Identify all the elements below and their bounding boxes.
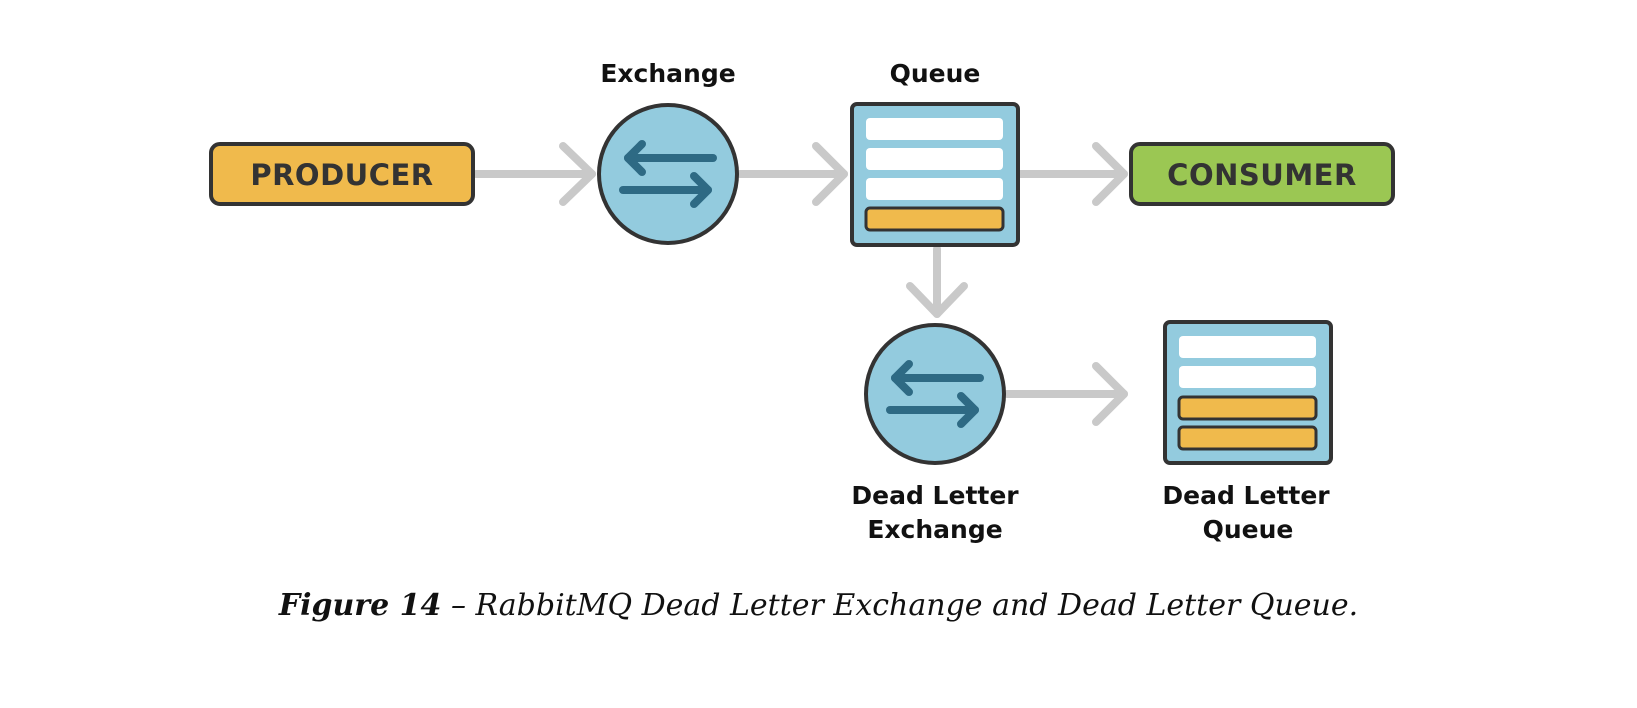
dead-letter-queue-label-line1: Dead Letter [1162, 481, 1330, 510]
exchange-label: Exchange [600, 59, 735, 88]
producer-label: PRODUCER [250, 158, 433, 192]
arrow-queue-to-dead-letter-exchange [906, 245, 968, 318]
queue-node: Queue [850, 59, 1020, 247]
dead-letter-queue-empty-slot [1179, 366, 1316, 388]
caption-separator: – [450, 588, 466, 623]
exchange-node: Exchange [597, 59, 739, 245]
arrow-producer-to-exchange [472, 142, 596, 206]
queue-label: Queue [890, 59, 981, 88]
queue-message-slot [864, 206, 1005, 232]
dead-letter-queue-label-line2: Queue [1203, 515, 1294, 544]
dead-letter-queue-message-slot [1177, 425, 1318, 451]
consumer-label: CONSUMER [1167, 158, 1357, 192]
producer-box [209, 142, 475, 206]
figure-caption: Figure 14 – RabbitMQ Dead Letter Exchang… [0, 588, 1637, 623]
queue-empty-slot [866, 148, 1003, 170]
exchange-circle [597, 103, 739, 245]
dead-letter-exchange-label-line1: Dead Letter [851, 481, 1019, 510]
dead-letter-queue-node: Dead Letter Queue [1162, 320, 1333, 544]
dead-letter-queue-empty-slot [1179, 336, 1316, 358]
swap-arrows-icon [619, 140, 717, 208]
caption-text: RabbitMQ Dead Letter Exchange and Dead L… [475, 588, 1359, 623]
queue-empty-slot [866, 118, 1003, 140]
connector-arrows [472, 142, 1128, 426]
arrow-exchange-to-queue [736, 142, 848, 206]
arrow-queue-to-consumer [1016, 142, 1128, 206]
producer-node: PRODUCER [209, 142, 475, 206]
queue-empty-slot [866, 178, 1003, 200]
swap-arrows-icon [886, 360, 984, 428]
consumer-node: CONSUMER [1129, 142, 1395, 206]
dead-letter-queue-message-slot [1177, 395, 1318, 421]
dead-letter-exchange-circle [864, 323, 1006, 465]
arrow-dead-letter-exchange-to-dead-letter-queue [1003, 362, 1128, 426]
dead-letter-exchange-label-line2: Exchange [867, 515, 1002, 544]
dead-letter-exchange-node: Dead Letter Exchange [851, 323, 1019, 544]
consumer-box [1129, 142, 1395, 206]
figure-number: Figure 14 [278, 588, 442, 623]
